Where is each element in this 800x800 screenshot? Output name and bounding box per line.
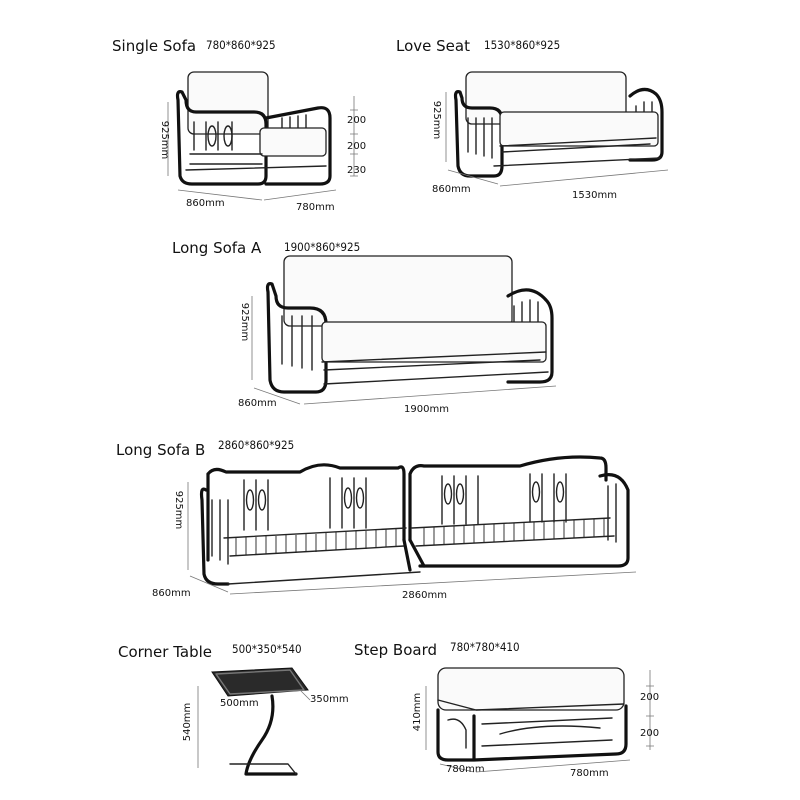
long-sofa-a-depth: 860mm (238, 398, 277, 409)
long-sofa-a-title: Long Sofa A (172, 239, 262, 257)
step-board-spec: 780*780*410 (450, 640, 520, 654)
single-sofa-dimensions: 925mm 860mm 780mm 200 200 230 (159, 96, 366, 213)
step-board-depth: 780mm (446, 764, 485, 775)
corner-table-dimensions: 540mm 500mm 350mm (182, 686, 349, 768)
corner-table-drawing (211, 667, 309, 776)
long-sofa-b-depth: 860mm (152, 588, 191, 599)
single-sofa-part-3: 230 (347, 165, 366, 176)
corner-table-depth: 350mm (310, 694, 349, 705)
single-sofa-width: 780mm (296, 202, 335, 213)
long-sofa-a-height: 925mm (239, 303, 250, 342)
long-sofa-a-dimensions: 925mm 860mm 1900mm (238, 296, 557, 415)
step-board-title: Step Board (354, 641, 437, 659)
long-sofa-b-height: 925mm (173, 491, 184, 530)
love-seat-group: Love Seat 1530*860*925 925mm 860mm 1530m… (396, 37, 669, 201)
corner-table-title: Corner Table (118, 643, 212, 661)
love-seat-drawing (453, 71, 664, 178)
long-sofa-a-drawing (265, 255, 554, 394)
corner-table-length: 500mm (220, 698, 259, 709)
single-sofa-drawing (175, 71, 332, 186)
step-board-drawing (436, 667, 628, 762)
long-sofa-b-dimensions: 925mm 860mm 2860mm (152, 482, 637, 601)
long-sofa-b-drawing (199, 455, 630, 586)
single-sofa-spec: 780*860*925 (206, 38, 276, 52)
corner-table-group: Corner Table 500*350*540 540mm 500mm 350… (118, 642, 349, 776)
love-seat-spec: 1530*860*925 (484, 38, 560, 52)
long-sofa-b-title: Long Sofa B (116, 441, 205, 459)
long-sofa-b-group: Long Sofa B 2860*860*925 (116, 438, 637, 601)
step-board-height: 410mm (412, 693, 423, 732)
long-sofa-a-spec: 1900*860*925 (284, 240, 360, 254)
step-board-dimensions: 410mm 780mm 780mm 200 200 (412, 670, 659, 779)
long-sofa-b-width: 2860mm (402, 590, 447, 601)
corner-table-spec: 500*350*540 (232, 642, 302, 656)
love-seat-dimensions: 925mm 860mm 1530mm (431, 92, 669, 201)
long-sofa-a-width: 1900mm (404, 404, 449, 415)
step-board-part-1: 200 (640, 692, 659, 703)
love-seat-depth: 860mm (432, 184, 471, 195)
corner-table-height: 540mm (182, 703, 193, 742)
love-seat-title: Love Seat (396, 37, 470, 55)
step-board-width: 780mm (570, 768, 609, 779)
single-sofa-group: Single Sofa 780*860*925 925mm 860mm 780m… (112, 37, 366, 213)
step-board-part-2: 200 (640, 728, 659, 739)
single-sofa-part-1: 200 (347, 115, 366, 126)
long-sofa-b-spec: 2860*860*925 (218, 438, 294, 452)
step-board-group: Step Board 780*780*410 410mm 780mm 780mm… (354, 640, 659, 779)
love-seat-width: 1530mm (572, 190, 617, 201)
long-sofa-a-group: Long Sofa A 1900*860*925 925mm 860mm 190… (172, 239, 557, 415)
single-sofa-depth: 860mm (186, 198, 225, 209)
single-sofa-height: 925mm (159, 121, 170, 160)
love-seat-height: 925mm (431, 101, 442, 140)
single-sofa-title: Single Sofa (112, 37, 196, 55)
single-sofa-part-2: 200 (347, 141, 366, 152)
